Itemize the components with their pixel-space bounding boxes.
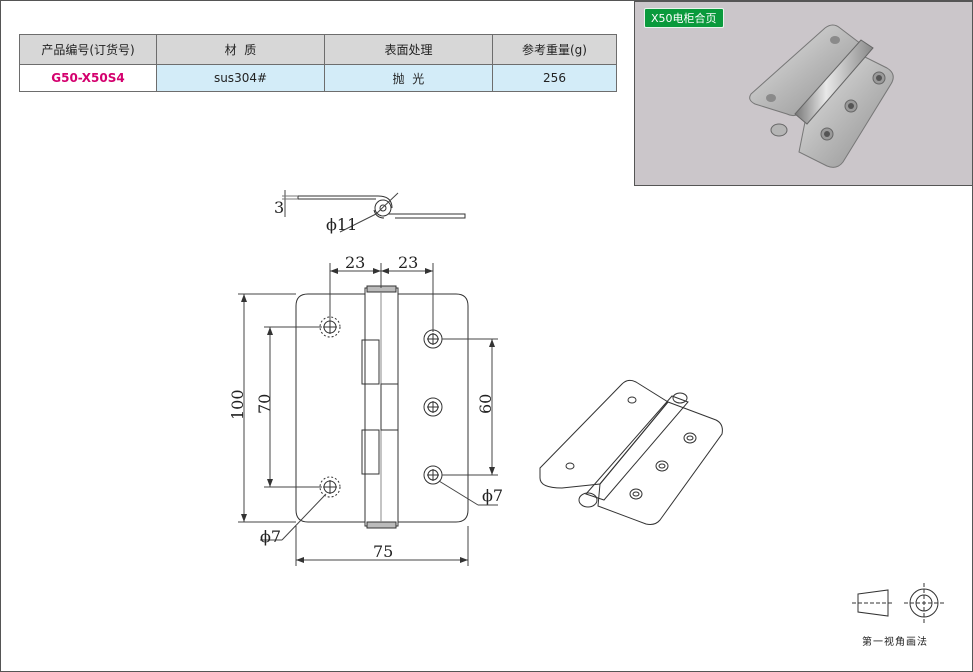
photo-tag: X50电柜合页 [644,8,724,28]
front-view [295,285,469,529]
cell-weight: 256 [492,64,617,92]
cell-code: G50-X50S4 [19,64,157,92]
header-finish: 表面处理 [324,34,493,65]
dim-hole-dia-left: ϕ7 [260,527,281,546]
cell-finish: 抛 光 [324,64,493,92]
dimension-lines [238,263,498,566]
dim-left-offset: 23 [345,253,365,272]
dim-width: 75 [373,542,393,561]
side-view [282,190,466,233]
isometric-view [539,379,723,525]
dim-pin-diameter: ϕ11 [326,215,357,234]
projection-label: 第一视角画法 [862,637,928,648]
dim-right-offset: 23 [398,253,418,272]
header-weight: 参考重量(g) [492,34,617,65]
product-photo-box: X50电柜合页 [634,1,973,186]
table-row: G50-X50S4 sus304# 抛 光 256 [19,64,617,92]
spec-table: 产品编号(订货号) 材 质 表面处理 参考重量(g) G50-X50S4 sus… [19,34,617,92]
projection-symbol-icon [852,583,944,623]
dim-plate-thickness: 3 [274,198,284,217]
cell-material: sus304# [156,64,325,92]
dimension-arrows [241,268,495,563]
dim-right-hole-spacing: 60 [476,394,495,414]
dim-hole-dia-right: ϕ7 [482,486,503,505]
dim-left-hole-spacing: 70 [255,394,274,414]
dim-height: 100 [228,389,247,420]
hinge-photo [749,24,894,168]
